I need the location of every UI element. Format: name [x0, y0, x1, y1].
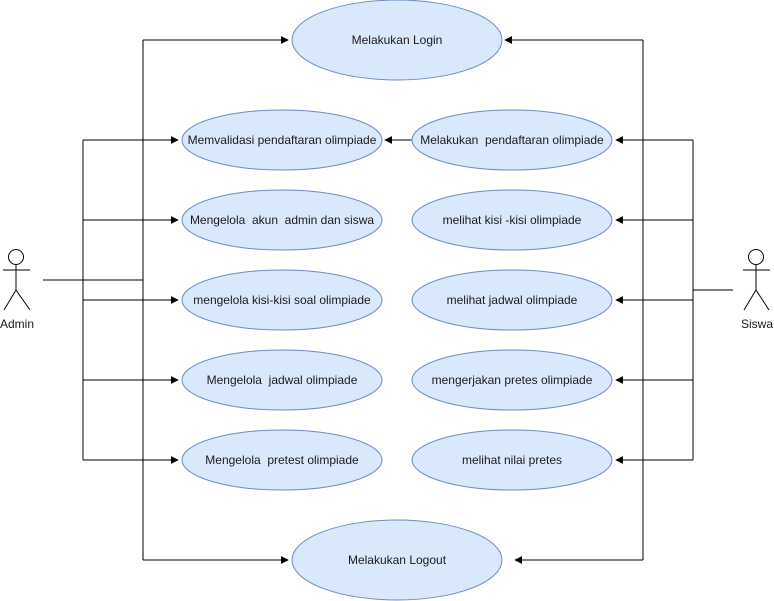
usecase-login-ellipse: [291, 0, 503, 81]
usecase-logout[interactable]: Melakukan Logout: [291, 519, 503, 601]
usecase-daftar-ellipse: [411, 109, 613, 171]
usecase-pretes-siswa-label: mengerjakan pretes olimpiade: [432, 373, 593, 387]
usecase-jadwal-siswa[interactable]: melihat jadwal olimpiade: [411, 269, 613, 331]
siswa-actor-leg-right: [755, 289, 770, 311]
usecase-logout-ellipse: [291, 519, 503, 601]
usecase-validasi-ellipse: [181, 109, 383, 171]
usecase-validasi[interactable]: Memvalidasi pendaftaran olimpiade: [181, 109, 383, 171]
admin-actor-leg-right: [15, 289, 31, 311]
usecase-jadwal-siswa-label: melihat jadwal olimpiade: [447, 293, 578, 307]
usecase-jadwal-siswa-ellipse: [411, 269, 613, 331]
usecase-kisi-siswa-label: melihat kisi -kisi olimpiade: [443, 213, 582, 227]
usecase-pretes-siswa[interactable]: mengerjakan pretes olimpiade: [411, 349, 613, 411]
usecase-daftar-label: Melakukan pendaftaran olimpiade: [420, 133, 604, 147]
siswa-connectors: [384, 36, 733, 564]
usecase-akun[interactable]: Mengelola akun admin dan siswa: [181, 189, 383, 251]
usecase-nilai-ellipse: [411, 429, 613, 491]
usecase-kisisoal[interactable]: mengelola kisi-kisi soal olimpiade: [181, 269, 383, 331]
admin-connectors: [43, 36, 289, 564]
usecase-jadwal-admin-label: Mengelola jadwal olimpiade: [207, 373, 358, 387]
siswa-actor[interactable]: [743, 249, 770, 311]
admin-actor-leg-left: [3, 289, 17, 311]
usecase-pretest-admin[interactable]: Mengelola pretest olimpiade: [181, 429, 383, 491]
usecase-kisisoal-ellipse: [181, 269, 383, 331]
usecase-login[interactable]: Melakukan Login: [291, 0, 503, 81]
usecase-jadwal-admin[interactable]: Mengelola jadwal olimpiade: [181, 349, 383, 411]
admin-actor-head: [8, 249, 24, 265]
siswa-actor-leg-left: [743, 289, 757, 311]
usecase-jadwal-admin-ellipse: [181, 349, 383, 411]
siswa-actor-head: [748, 249, 764, 265]
usecase-kisisoal-label: mengelola kisi-kisi soal olimpiade: [193, 293, 371, 307]
usecase-login-label: Melakukan Login: [352, 33, 443, 47]
usecase-kisi-siswa-ellipse: [411, 189, 613, 251]
usecase-logout-label: Melakukan Logout: [348, 553, 447, 567]
usecase-pretest-admin-label: Mengelola pretest olimpiade: [205, 453, 359, 467]
usecase-daftar[interactable]: Melakukan pendaftaran olimpiade: [411, 109, 613, 171]
usecase-akun-label: Mengelola akun admin dan siswa: [190, 213, 374, 227]
usecase-pretest-admin-ellipse: [181, 429, 383, 491]
siswa-actor-label: Siswa: [741, 317, 773, 331]
usecase-validasi-label: Memvalidasi pendaftaran olimpiade: [188, 133, 377, 147]
admin-actor[interactable]: [3, 249, 31, 311]
usecase-pretes-siswa-ellipse: [411, 349, 613, 411]
usecase-akun-ellipse: [181, 189, 383, 251]
usecase-nilai[interactable]: melihat nilai pretes: [411, 429, 613, 491]
admin-actor-label: Admin: [0, 317, 34, 331]
usecase-kisi-siswa[interactable]: melihat kisi -kisi olimpiade: [411, 189, 613, 251]
usecase-nilai-label: melihat nilai pretes: [462, 453, 562, 467]
